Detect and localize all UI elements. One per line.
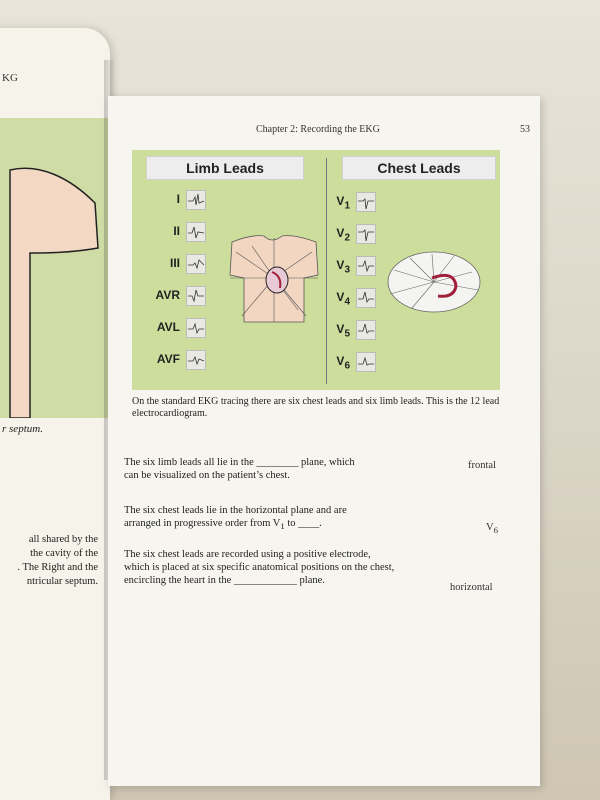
left-page: KG r septum. all shared by the the cavit…	[0, 28, 110, 800]
chest-lead-label: V4	[336, 290, 350, 308]
chest-lead-label: V3	[336, 258, 350, 276]
left-body-text: all shared by the the cavity of the . Th…	[0, 533, 98, 589]
ekg-trace-icon	[186, 350, 206, 370]
limb-lead-row: AVR	[156, 286, 206, 306]
left-text-line: ntricular septum.	[26, 576, 98, 587]
chest-lead-label: V1	[336, 194, 350, 212]
ekg-trace-icon	[356, 320, 376, 340]
answer-v6: V6	[486, 522, 498, 536]
limb-lead-label: AVF	[156, 352, 180, 366]
running-title: Chapter 2: Recording the EKG	[256, 124, 380, 135]
question-line: encircling the heart in the ____________…	[124, 575, 325, 586]
left-text-line: the cavity of the	[30, 548, 98, 559]
page-number: 53	[520, 124, 530, 135]
chest-leads-header: Chest Leads	[342, 156, 496, 180]
ekg-trace-icon	[356, 352, 376, 372]
left-text-line: . The Right and the	[17, 562, 98, 573]
limb-lead-label: AVL	[156, 320, 180, 334]
chest-lead-row: V6	[336, 352, 376, 372]
left-page-header: KG	[2, 72, 18, 84]
chest-lead-row: V4	[336, 288, 376, 308]
figure-divider	[326, 158, 327, 384]
ekg-trace-icon	[186, 318, 206, 338]
chest-lead-row: V2	[336, 224, 376, 244]
ekg-trace-icon	[186, 190, 206, 210]
ekg-trace-icon	[356, 256, 376, 276]
chest-lead-row: V3	[336, 256, 376, 276]
limb-lead-row: III	[170, 254, 206, 274]
limb-lead-row: AVL	[157, 318, 206, 338]
left-text-line: all shared by the	[28, 534, 98, 545]
left-caption: r septum.	[2, 423, 43, 435]
question-line: The six limb leads all lie in the ______…	[124, 457, 355, 468]
frontal-plane-torso-diagram	[229, 235, 319, 323]
ekg-trace-icon	[356, 288, 376, 308]
chest-lead-label: V6	[336, 354, 350, 372]
ekg-trace-icon	[186, 222, 206, 242]
limb-lead-label: II	[173, 224, 180, 238]
limb-lead-row: I	[177, 190, 206, 210]
chest-lead-label: V2	[336, 226, 350, 244]
limb-lead-label: I	[176, 192, 180, 206]
answer-frontal: frontal	[468, 460, 496, 471]
limb-leads-header: Limb Leads	[146, 156, 304, 180]
ekg-trace-icon	[356, 224, 376, 244]
limb-lead-row: II	[173, 222, 206, 242]
question-line: The six chest leads lie in the horizonta…	[124, 505, 347, 516]
question-horizontal: The six chest leads are recorded using a…	[124, 548, 424, 587]
question-v6: The six chest leads lie in the horizonta…	[124, 504, 424, 533]
heart-diagrams	[229, 235, 481, 323]
torso-outline-illustration	[9, 167, 99, 418]
right-page: Chapter 2: Recording the EKG 53 Limb Lea…	[108, 96, 540, 786]
question-line: which is placed at six specific anatomic…	[124, 562, 395, 573]
question-line: can be visualized on the patient’s chest…	[124, 470, 290, 481]
ekg-trace-icon	[356, 192, 376, 212]
question-line: The six chest leads are recorded using a…	[124, 549, 371, 560]
question-line: arranged in progressive order from V1 to…	[124, 518, 322, 532]
chest-lead-row: V5	[336, 320, 376, 340]
chest-lead-label: V5	[336, 322, 350, 340]
chest-lead-row: V1	[336, 192, 376, 212]
left-figure	[0, 118, 110, 418]
question-frontal: The six limb leads all lie in the ______…	[124, 456, 424, 482]
horizontal-plane-diagram	[387, 251, 481, 313]
answer-horizontal: horizontal	[450, 582, 493, 593]
limb-lead-row: AVF	[157, 350, 206, 370]
figure-caption: On the standard EKG tracing there are si…	[132, 396, 500, 419]
limb-lead-label: AVR	[155, 288, 180, 302]
ekg-trace-icon	[186, 286, 206, 306]
ekg-leads-figure: Limb Leads Chest Leads	[132, 150, 500, 390]
limb-lead-label: III	[169, 256, 180, 270]
ekg-trace-icon	[186, 254, 206, 274]
